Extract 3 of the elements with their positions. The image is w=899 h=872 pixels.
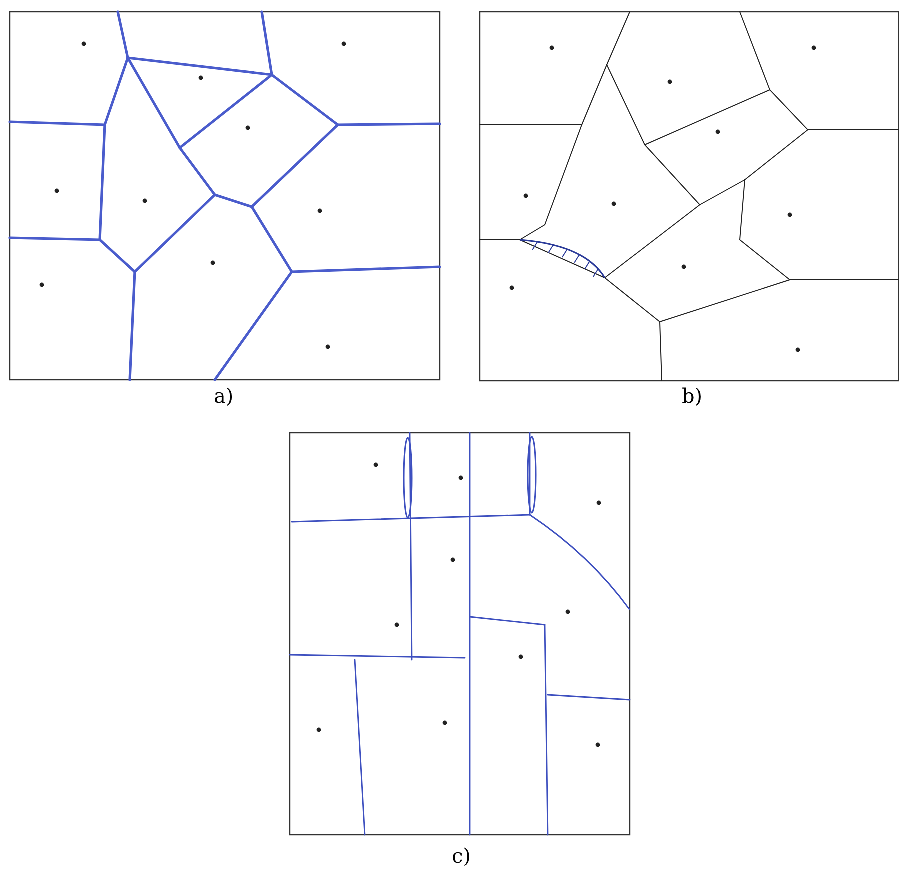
panel-label: c) <box>452 846 472 866</box>
panel-label: a) <box>214 386 234 406</box>
panel-label: b) <box>682 386 703 406</box>
